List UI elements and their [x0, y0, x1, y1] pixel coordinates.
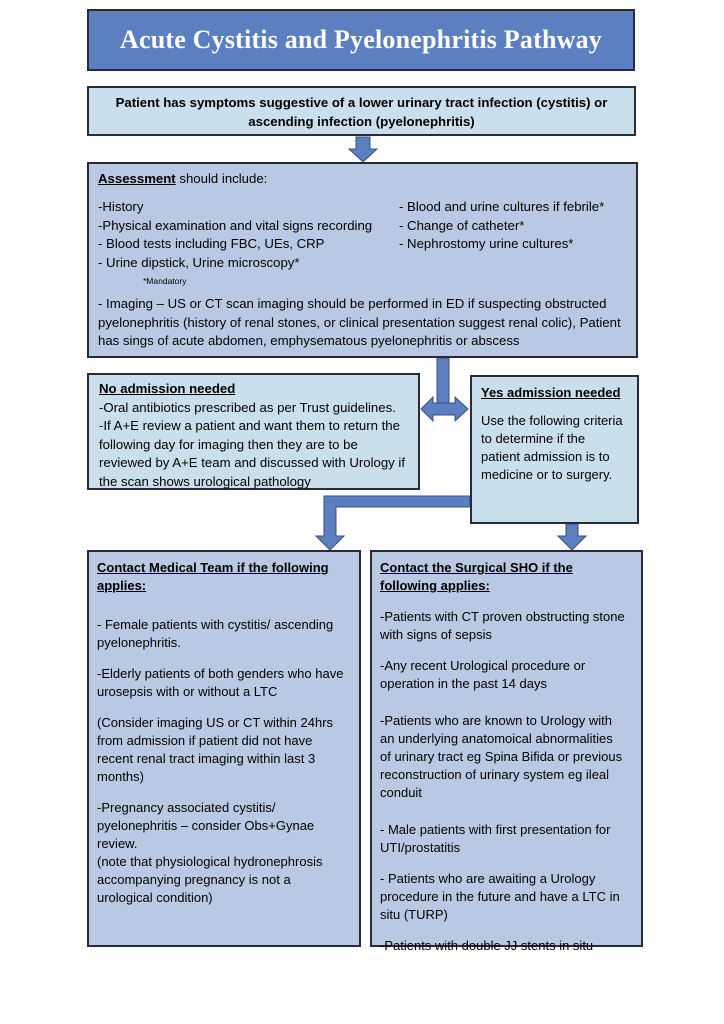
criterion-line: -Patients with CT proven obstructing sto… — [380, 609, 625, 624]
criterion-line: with signs of sepsis — [380, 627, 492, 642]
assessment-left-list: -History -Physical examination and vital… — [98, 198, 372, 272]
assessment-item: -Physical examination and vital signs re… — [98, 217, 373, 233]
surgical-criterion: -Any recent Urological procedure or oper… — [380, 657, 633, 693]
criterion-line: conduit — [380, 785, 422, 800]
medical-heading-line: applies: — [97, 578, 147, 593]
mandatory-note: *Mandatory — [143, 276, 187, 286]
criterion-line: -Any recent Urological procedure or — [380, 658, 586, 673]
criterion-line: -Patients who are known to Urology with — [380, 713, 612, 728]
criterion-line: pyelonephritis. — [97, 635, 181, 650]
assessment-heading-line: Assessment should include: — [98, 170, 267, 189]
medical-heading: Contact Medical Team if the following ap… — [97, 559, 351, 595]
criterion-line: recent renal tract imaging within last 3 — [97, 751, 316, 766]
surgical-sho-box: Contact the Surgical SHO if the followin… — [370, 550, 643, 953]
yes-admission-line: patient admission is to — [481, 449, 610, 464]
imaging-line: has sings of acute abdomen, emphysematou… — [98, 333, 520, 348]
assessment-item: -History — [98, 199, 144, 214]
criterion-line: (Consider imaging US or CT within 24hrs — [97, 715, 334, 730]
yes-admission-line: medicine or to surgery. — [481, 467, 613, 482]
criterion-line: -Patients with double JJ stents in situ — [380, 938, 594, 953]
yes-admission-line: Use the following criteria — [481, 413, 623, 428]
criterion-line: from admission if patient did not have — [97, 733, 313, 748]
symptoms-line-1: Patient has symptoms suggestive of a low… — [115, 95, 608, 110]
criterion-line: of urinary tract eg Spina Bifida or prev… — [380, 749, 623, 764]
page-title: Acute Cystitis and Pyelonephritis Pathwa… — [87, 9, 635, 71]
criterion-line: (note that physiological hydronephrosis — [97, 854, 323, 869]
medical-criterion: -Pregnancy associated cystitis/ pyelonep… — [97, 799, 351, 907]
no-admission-line: the scan shows urological pathology — [99, 473, 311, 489]
arrow-double-horizontal — [420, 395, 469, 423]
surgical-heading: Contact the Surgical SHO if the followin… — [380, 559, 633, 595]
criterion-line: urological condition) — [97, 890, 213, 905]
yes-admission-box: Yes admission needed Use the following c… — [470, 375, 639, 524]
surgical-criterion: - Male patients with first presentation … — [380, 821, 633, 857]
arrow-elbow-medical — [314, 495, 471, 551]
arrow-down-1 — [347, 136, 379, 163]
surgical-criterion: -Patients who are known to Urology with … — [380, 712, 633, 802]
surgical-heading-line: following applies: — [380, 578, 490, 593]
criterion-line: - Female patients with cystitis/ ascendi… — [97, 617, 334, 632]
medical-heading-line: Contact Medical Team if the following — [97, 560, 329, 575]
yes-admission-line: to determine if the — [481, 431, 586, 446]
assessment-heading: Assessment — [98, 171, 176, 186]
imaging-line: - Imaging – US or CT scan imaging should… — [98, 296, 607, 311]
no-admission-line: reviewed by A+E team and discussed with … — [99, 455, 406, 470]
assessment-item: - Nephrostomy urine cultures* — [399, 236, 574, 251]
assessment-heading-rest: should include: — [175, 171, 268, 186]
criterion-line: urosepsis with or without a LTC — [97, 684, 278, 699]
criterion-line: UTI/prostatitis — [380, 840, 461, 855]
no-admission-box: No admission needed -Oral antibiotics pr… — [87, 373, 420, 490]
criterion-line: -Pregnancy associated cystitis/ — [97, 800, 276, 815]
criterion-line: operation in the past 14 days — [380, 676, 547, 691]
surgical-criterion: -Patients with CT proven obstructing sto… — [380, 608, 633, 644]
criterion-line: an underlying anatomoical abnormalities — [380, 731, 613, 746]
surgical-heading-line: Contact the Surgical SHO if the — [380, 560, 573, 575]
yes-admission-heading: Yes admission needed — [481, 385, 621, 400]
criterion-line: - Patients who are awaiting a Urology — [380, 871, 596, 886]
criterion-line: review. — [97, 836, 138, 851]
arrow-down-surgical — [556, 523, 588, 551]
symptoms-line-2: ascending infection (pyelonephritis) — [248, 114, 475, 129]
symptoms-box: Patient has symptoms suggestive of a low… — [87, 86, 636, 136]
no-admission-line: following day for imaging then they are … — [99, 436, 358, 452]
imaging-line: pyelonephritis (history of renal stones,… — [98, 314, 621, 330]
assessment-item: - Urine dipstick, Urine microscopy* — [98, 254, 300, 270]
no-admission-line: -Oral antibiotics prescribed as per Trus… — [99, 399, 396, 415]
criterion-line: months) — [97, 769, 144, 784]
assessment-item: - Change of catheter* — [399, 217, 525, 233]
surgical-criterion: - Patients who are awaiting a Urology pr… — [380, 870, 633, 924]
medical-criterion: - Female patients with cystitis/ ascendi… — [97, 616, 351, 652]
criterion-line: accompanying pregnancy is not a — [97, 872, 291, 887]
assessment-item: - Blood and urine cultures if febrile* — [399, 199, 605, 214]
medical-team-box: Contact Medical Team if the following ap… — [87, 550, 361, 947]
criterion-line: procedure in the future and have a LTC i… — [380, 889, 620, 904]
criterion-line: -Elderly patients of both genders who ha… — [97, 666, 344, 681]
criterion-line: pyelonephritis – consider Obs+Gynae — [97, 818, 315, 833]
surgical-criterion: -Patients with double JJ stents in situ — [380, 937, 633, 955]
medical-criterion: -Elderly patients of both genders who ha… — [97, 665, 351, 701]
assessment-imaging: - Imaging – US or CT scan imaging should… — [98, 295, 621, 351]
criterion-line: reconstruction of urinary system eg ilea… — [380, 767, 610, 782]
assessment-item: - Blood tests including FBC, UEs, CRP — [98, 236, 325, 251]
assessment-box: Assessment should include: -History -Phy… — [87, 162, 638, 358]
medical-criterion: (Consider imaging US or CT within 24hrs … — [97, 714, 351, 786]
assessment-right-list: - Blood and urine cultures if febrile* -… — [399, 198, 604, 254]
no-admission-heading: No admission needed — [99, 381, 236, 396]
criterion-line: situ (TURP) — [380, 907, 448, 922]
no-admission-line: -If A+E review a patient and want them t… — [99, 418, 400, 433]
arrow-stem — [436, 357, 450, 405]
criterion-line: - Male patients with first presentation … — [380, 822, 611, 837]
